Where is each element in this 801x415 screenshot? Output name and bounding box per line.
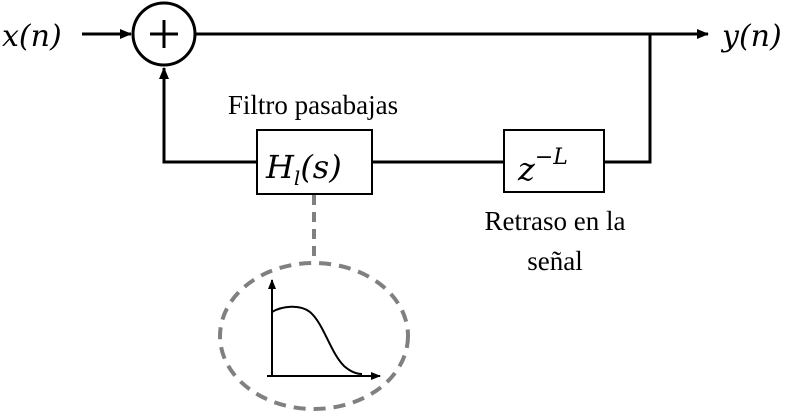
filter-block: Hl(s) [256,129,373,195]
delay-caption-line1: Retraso en la [485,206,626,236]
inset-ellipse [218,261,410,411]
filter-box [256,129,373,195]
delay-box [503,129,605,193]
feedback-return-arrow [159,67,257,164]
delay-block: z−L [503,129,605,193]
input-label: x(n) [2,19,62,54]
lowpass-frequency-response-icon [267,279,381,380]
filter-title: Filtro pasabajas [228,90,398,120]
delay-block-text: z−L [517,145,568,188]
filter-block-text: Hl(s) [265,148,342,190]
delay-caption-line2: señal [527,246,582,276]
summing-junction [131,1,197,67]
feedback-tap-line [604,34,652,164]
inset-response-curve [271,305,363,375]
output-label: y(n) [720,19,782,54]
